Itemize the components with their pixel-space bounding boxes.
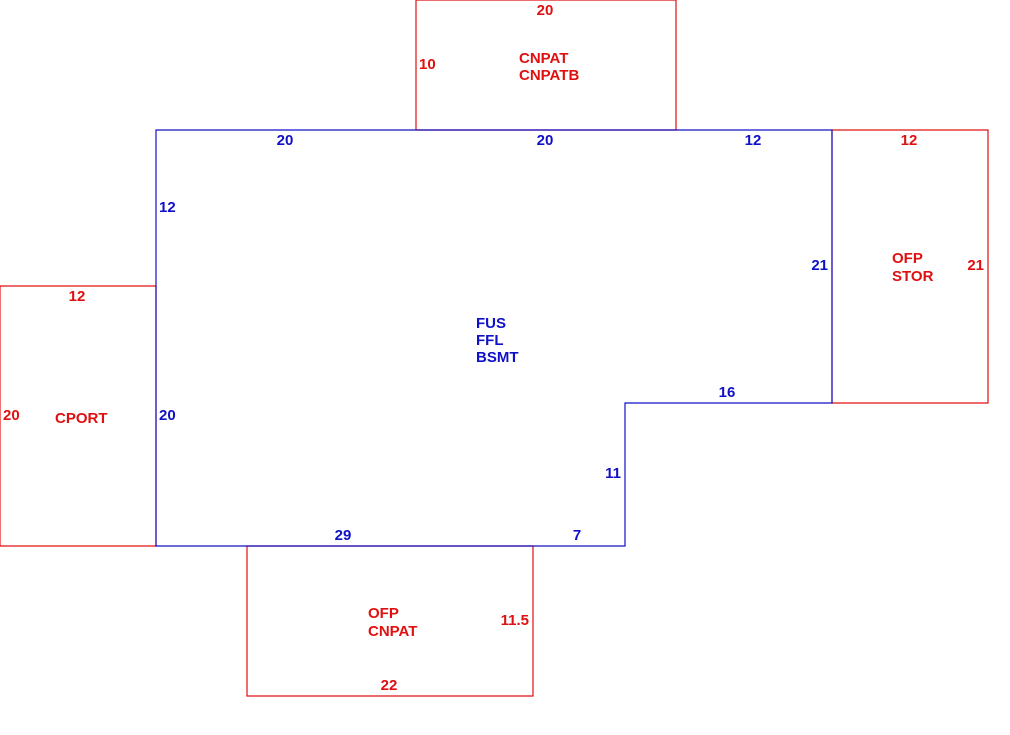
main-area-label-3: BSMT [476, 349, 519, 366]
main-area-outline [155, 129, 833, 547]
main-dim-bottom-left: 29 [335, 527, 352, 544]
main-dim-left-lower: 20 [159, 407, 176, 424]
right-addition-label-2: STOR [892, 268, 934, 285]
bottom-addition-dim-right: 11.5 [501, 612, 529, 629]
left-addition-label-1: CPORT [55, 410, 108, 427]
bottom-addition-label-1: OFP [368, 605, 399, 622]
right-addition-dim-top: 12 [901, 132, 918, 149]
bottom-addition-dim-bottom: 22 [381, 677, 398, 694]
main-area-label-2: FFL [476, 332, 504, 349]
top-addition-dim-left: 10 [419, 56, 436, 73]
top-addition-label-2: CNPATB [519, 67, 579, 84]
main-dim-top-left: 20 [277, 132, 294, 149]
main-dim-bottom-right: 7 [573, 527, 581, 544]
main-dim-top-right: 12 [745, 132, 762, 149]
left-addition-dim-top: 12 [69, 288, 86, 305]
main-dim-top-mid: 20 [537, 132, 554, 149]
main-area-label-1: FUS [476, 315, 506, 332]
right-addition-dim-right: 21 [967, 257, 984, 274]
top-addition-dim-top: 20 [537, 2, 554, 19]
main-dim-right: 21 [811, 257, 828, 274]
right-addition-label-1: OFP [892, 250, 923, 267]
left-addition-dim-left: 20 [3, 407, 20, 424]
main-dim-step-side: 11 [605, 465, 621, 482]
bottom-addition-label-2: CNPAT [368, 623, 417, 640]
main-dim-step-top: 16 [719, 384, 736, 401]
main-dim-left-upper: 12 [159, 199, 176, 216]
top-addition-label-1: CNPAT [519, 50, 568, 67]
